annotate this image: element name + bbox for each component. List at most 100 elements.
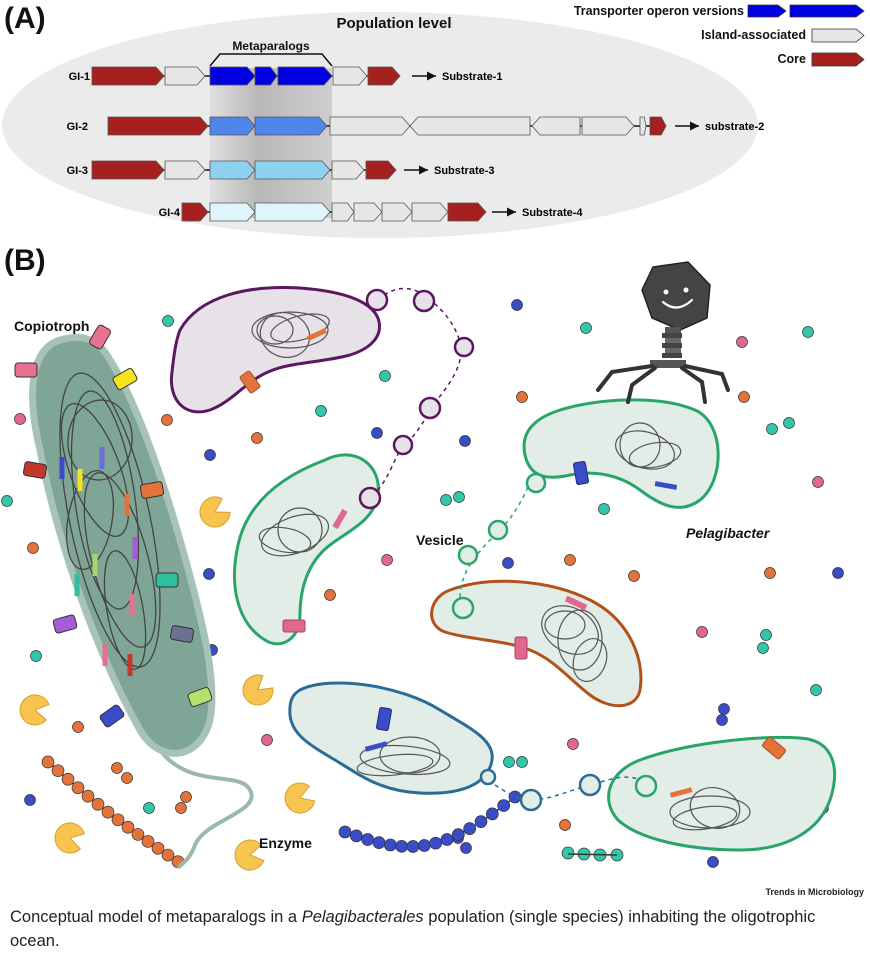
- copiotroph-transporter: [112, 368, 138, 390]
- chain-bead: [429, 836, 443, 850]
- chain-bead: [349, 829, 363, 843]
- nutrient-dot: [261, 734, 273, 746]
- nutrient-dot: [812, 476, 824, 488]
- figure-caption: Conceptual model of metaparalogs in a Pe…: [10, 905, 860, 953]
- copiotroph-gene: [132, 537, 138, 559]
- chain-bead: [61, 772, 75, 786]
- nutrient-dot: [24, 794, 36, 806]
- nutrient-dot: [440, 494, 452, 506]
- copiotroph-flagellum: [158, 748, 254, 870]
- nutrient-dot: [736, 336, 748, 348]
- legend-transporter-arrow: [747, 4, 787, 18]
- metaparalogs-bracket: [209, 53, 333, 67]
- chain-bead: [101, 805, 115, 819]
- nutrient-dot: [738, 391, 750, 403]
- nutrient-dot: [251, 432, 263, 444]
- copiotroph-transporter: [155, 572, 179, 588]
- nutrient-dot: [760, 629, 772, 641]
- nutrient-dot: [315, 405, 327, 417]
- copiotroph-label: Copiotroph: [14, 318, 89, 334]
- nutrient-dot: [1, 495, 13, 507]
- copiotroph-gene: [127, 654, 133, 676]
- chain-bead: [417, 839, 431, 852]
- nutrient-dot: [561, 846, 575, 860]
- copiotroph-gene: [77, 469, 83, 491]
- purple-cell: [169, 286, 381, 414]
- copiotroph-transporters: [14, 324, 213, 728]
- vesicle-chain-green: [451, 486, 529, 620]
- pelagibacter-label: Pelagibacter: [686, 525, 771, 541]
- legend-transporter-arrow: [789, 4, 865, 18]
- chain-bead: [406, 840, 420, 853]
- nutrient-dot: [598, 503, 610, 515]
- nutrient-dot: [381, 554, 393, 566]
- gene-arrow: [649, 116, 667, 136]
- nutrient-dot: [810, 684, 822, 696]
- gene-arrow: [381, 202, 413, 222]
- nutrient-dot: [503, 756, 515, 768]
- gene-arrow: [639, 116, 647, 136]
- green-cell-bottom-right: [607, 736, 837, 852]
- chain-bead: [508, 790, 522, 804]
- chain-bead: [395, 839, 409, 853]
- chain-bead: [451, 828, 465, 841]
- chain-bead: [41, 755, 55, 769]
- copiotroph-gene: [92, 554, 98, 576]
- gene-arrow: [254, 160, 331, 180]
- copiotroph-gene: [59, 457, 65, 479]
- gene-arrow: [447, 202, 487, 222]
- nutrient-dot: [162, 315, 174, 327]
- nutrient-dot: [453, 491, 465, 503]
- nutrient-dot: [580, 322, 592, 334]
- chain-link: [567, 853, 618, 856]
- enzymes: [19, 496, 316, 871]
- gene-arrow: [331, 202, 355, 222]
- gene-arrow: [411, 202, 449, 222]
- copiotroph-gene: [102, 644, 108, 666]
- legend-core-label: Core: [778, 52, 807, 66]
- legend-core-arrow: [811, 52, 865, 67]
- row-label: GI-3: [67, 165, 88, 177]
- nutrient-dot: [757, 642, 769, 654]
- copiotroph-body: [29, 334, 216, 757]
- nutrient-dot: [559, 819, 571, 831]
- legend: Transporter operon versions Island-assoc…: [574, 4, 865, 67]
- nutrient-dot: [716, 714, 728, 726]
- metaparalog-shade: [210, 68, 332, 218]
- chain-bead: [71, 781, 85, 795]
- nutrient-dot: [143, 802, 155, 814]
- legend-island-label: Island-associated: [701, 28, 806, 42]
- gene-arrow: [181, 202, 209, 222]
- nutrient-dot: [502, 557, 514, 569]
- gene-arrow: [91, 160, 165, 180]
- gene-arrow: [331, 160, 365, 180]
- vesicle-chain-blue: [494, 773, 658, 812]
- gene-arrow: [91, 66, 165, 86]
- gene-arrow: [164, 160, 206, 180]
- enzyme-icon: [234, 839, 265, 871]
- enzyme-icon: [19, 694, 50, 726]
- copiotroph-transporter: [139, 481, 165, 499]
- nutrient-dot: [175, 802, 187, 814]
- nutrient-dot: [764, 567, 776, 579]
- nutrient-dot: [180, 791, 192, 803]
- copiotroph-transporter: [169, 625, 195, 643]
- chain-bead: [474, 815, 488, 828]
- nutrient-dot: [783, 417, 795, 429]
- nutrient-dot: [567, 738, 579, 750]
- nutrient-dot: [371, 427, 383, 439]
- chain-bead: [372, 836, 386, 849]
- nutrient-dot: [460, 842, 472, 854]
- credit-text: Trends in Microbiology: [765, 887, 864, 897]
- gene-arrow: [353, 202, 383, 222]
- vesicle-chain-purple: [358, 287, 475, 510]
- enzyme-icon: [242, 674, 274, 706]
- chain-bead: [151, 841, 165, 855]
- orange-molecule-chain: [41, 755, 185, 869]
- nutrient-dot: [832, 567, 844, 579]
- nutrient-dot: [161, 414, 173, 426]
- chain-bead: [383, 838, 397, 852]
- copiotroph-transporter: [89, 324, 111, 350]
